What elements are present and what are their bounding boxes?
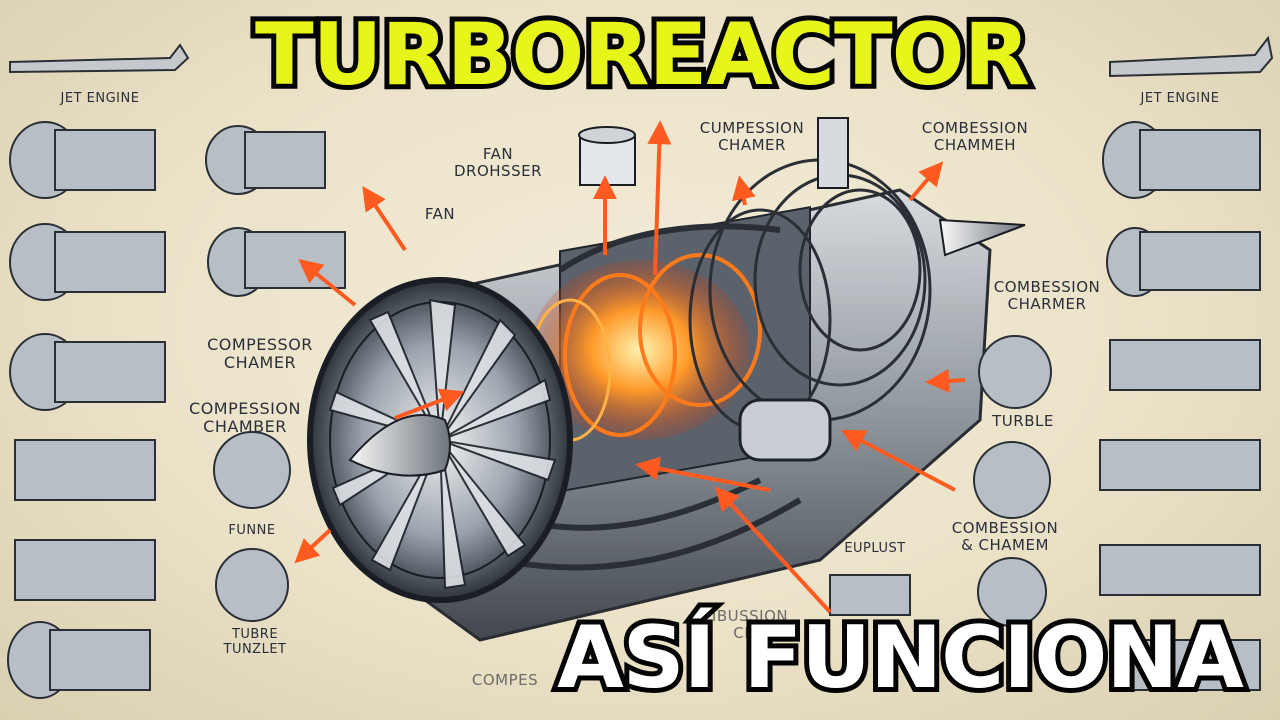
label-combession-chammeh: COMBESSION CHAMMEH <box>921 119 1029 155</box>
label-ibussion: IBUSSION CHA <box>711 607 789 643</box>
label-jet-engine-right: JET ENGINE <box>1140 91 1220 106</box>
label-combession-chamem: COMBESSION & CHAMEM <box>951 519 1059 555</box>
label-compes-bottom: COMPES <box>471 671 539 689</box>
headline-title: TURBOREACTOR <box>250 0 1035 110</box>
label-cumpession-chamer: CUMPESSION CHAMER <box>699 119 805 155</box>
label-tubre-tunzlet: TUBRE TUNZLET <box>223 627 287 657</box>
headline-subtitle: ASÍ FUNCIONA <box>552 603 1249 713</box>
top-stack <box>817 117 849 189</box>
exhaust-cone <box>938 218 1026 257</box>
aircraft-silhouettes <box>9 35 1274 78</box>
annotation-arrows <box>294 120 966 614</box>
label-compessor-chamer: COMPESSOR CHAMER <box>207 335 313 373</box>
label-jet-engine-left: JET ENGINE <box>60 91 140 106</box>
side-engines-left <box>7 121 346 699</box>
label-fan-dispenser: FAN DROHSSER <box>453 145 542 181</box>
label-combession-charmer: COMBESSION CHARMER <box>993 278 1101 314</box>
label-turble: TURBLE <box>992 412 1054 430</box>
label-euplust: EUPLUST <box>844 541 906 556</box>
top-cylinder <box>578 126 636 186</box>
front-fan <box>307 277 573 603</box>
label-funne: FUNNE <box>228 523 276 538</box>
label-fan: FAN <box>424 205 456 223</box>
label-compession-chamber: COMPESSION CHAMBER <box>189 399 301 437</box>
side-engines-right <box>829 121 1261 691</box>
